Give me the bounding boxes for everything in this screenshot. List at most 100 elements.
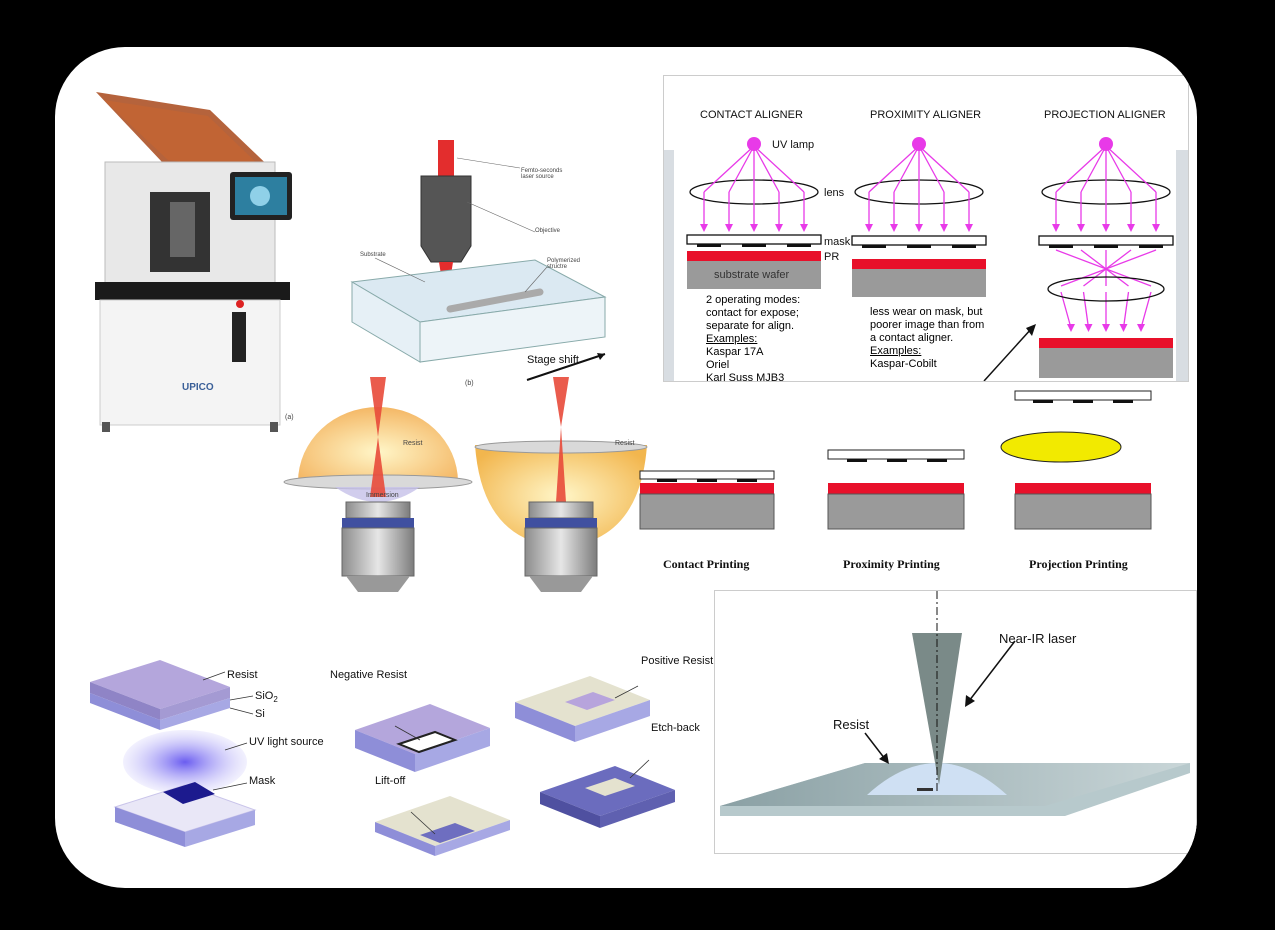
laser-source-label: Femto-seconds laser source [521, 168, 563, 180]
immersion-objective-diagram: Resist Immersion Resist [280, 377, 650, 602]
resist-process-diagram: Resist SiO2 Si UV light source Mask Nega… [75, 642, 715, 856]
uv-ray-arrowhead [865, 224, 873, 232]
projected-ray [1082, 291, 1090, 329]
projected-ray-arrowhead [1067, 324, 1075, 332]
process-sio2-label: SiO2 [255, 690, 278, 704]
printing-modes-diagram: Contact Printing Proximity Printing Proj… [635, 387, 1175, 577]
uv-ray [753, 145, 780, 193]
contact-example-item: Oriel [706, 359, 730, 371]
mask-pattern [862, 245, 886, 248]
uv-ray [1105, 145, 1132, 193]
uv-lamp-icon [747, 137, 761, 151]
objective-label: Objective [535, 228, 561, 234]
contact-desc-line: separate for align. [706, 320, 795, 332]
uv-ray-arrowhead [1102, 224, 1110, 232]
uv-ray [893, 145, 920, 193]
uv-ray-arrowhead [1052, 224, 1060, 232]
uv-ray-arrowhead [700, 224, 708, 232]
projection-lens [1047, 276, 1165, 302]
sio2-subscript: 2 [273, 695, 278, 705]
uv-lamp-label: UV lamp [772, 139, 815, 151]
uv-ray-arrowhead [800, 224, 808, 232]
uv-ray-arrowhead [775, 224, 783, 232]
mask-label: mask [824, 236, 851, 248]
pointer-arrow [983, 327, 1033, 381]
projected-ray-arrowhead [1102, 324, 1110, 332]
aligners-panel: CONTACT ALIGNER PROXIMITY ALIGNER PROJEC… [663, 75, 1189, 382]
uv-ray [1105, 145, 1157, 193]
projected-ray-arrowhead [1137, 324, 1145, 332]
contact-aligner-title: CONTACT ALIGNER [700, 109, 803, 121]
projected-ray-arrowhead [1084, 324, 1093, 332]
near-ir-drawing [720, 591, 1190, 816]
substrate-label: Substrate [360, 252, 386, 258]
etch-back-label: Etch-back [651, 722, 700, 734]
uv-ray [918, 145, 945, 193]
immersion-label: Immersion [366, 492, 399, 499]
contact-examples-heading: Examples: [706, 333, 758, 345]
caption-b: (b) [465, 380, 474, 387]
left-resist-label: Resist [403, 440, 423, 447]
uv-ray-arrowhead [890, 224, 898, 232]
contact-desc-line: 2 operating modes: [706, 294, 801, 306]
near-ir-resist-label: Resist [833, 717, 870, 732]
projected-ray-arrowhead [1119, 324, 1128, 332]
proximity-examples-heading: Examples: [870, 345, 922, 357]
process-resist-label: Resist [227, 669, 258, 681]
photomask [851, 235, 987, 246]
uv-ray [1080, 145, 1107, 193]
negative-resist-label: Negative Resist [330, 669, 408, 681]
contact-desc-line: contact for expose; [706, 307, 799, 319]
contact-printing-label: Contact Printing [663, 557, 750, 571]
polymerized-structure-label: Polymerized structre [547, 258, 581, 270]
uv-ray [918, 145, 970, 193]
uv-ray-arrowhead [1152, 224, 1160, 232]
proximity-desc-line: poorer image than from [870, 319, 985, 331]
photoresist-layer [852, 259, 986, 269]
photoresist-layer [687, 251, 821, 261]
projected-ray [1060, 249, 1157, 287]
mask-pattern [1094, 245, 1118, 248]
process-mask-label: Mask [249, 775, 276, 787]
uv-ray [868, 145, 920, 193]
stage-shift-label: Stage shift [527, 354, 579, 366]
projection-printing-label: Projection Printing [1029, 557, 1128, 571]
projected-ray [1060, 291, 1072, 329]
mask-pattern [1139, 245, 1163, 248]
uv-ray [753, 145, 805, 193]
uv-ray [1055, 145, 1107, 193]
mask-pattern [697, 244, 721, 247]
projected-ray [1122, 291, 1130, 329]
sio2-text: SiO [255, 690, 274, 702]
mask-pattern [1049, 245, 1073, 248]
uv-ray [728, 145, 755, 193]
uv-ray [703, 145, 755, 193]
lens-label: lens [824, 187, 845, 199]
uv-ray-arrowhead [940, 224, 948, 232]
pr-label: PR [824, 251, 840, 263]
substrate-wafer-label: substrate wafer [714, 269, 790, 281]
mask-pattern [907, 245, 931, 248]
uv-ray-arrowhead [915, 224, 923, 232]
projected-ray [1055, 249, 1152, 287]
uv-ray-arrowhead [725, 224, 733, 232]
aligners-drawing [686, 137, 1174, 381]
contact-example-item: Karl Suss MJB3 [706, 372, 785, 382]
proximity-desc-line: a contact aligner. [870, 332, 954, 344]
pointer-arrowhead [1026, 324, 1036, 336]
substrate-wafer [1039, 348, 1173, 378]
lithography-machine-photo: UPICO (a) [90, 82, 294, 442]
femto-laser-drawing [350, 140, 607, 381]
uv-ray-arrowhead [965, 224, 973, 232]
projected-ray [1080, 249, 1129, 287]
process-drawing [90, 660, 675, 856]
process-si-label: Si [255, 708, 265, 720]
proximity-aligner-title: PROXIMITY ALIGNER [870, 109, 982, 121]
mask-pattern [787, 244, 811, 247]
near-ir-laser-label: Near-IR laser [999, 631, 1077, 646]
uv-lamp-icon [912, 137, 926, 151]
substrate-wafer [852, 269, 986, 297]
proximity-desc-line: less wear on mask, but [870, 306, 983, 318]
photoresist-layer [1039, 338, 1173, 348]
photomask [1038, 235, 1174, 246]
